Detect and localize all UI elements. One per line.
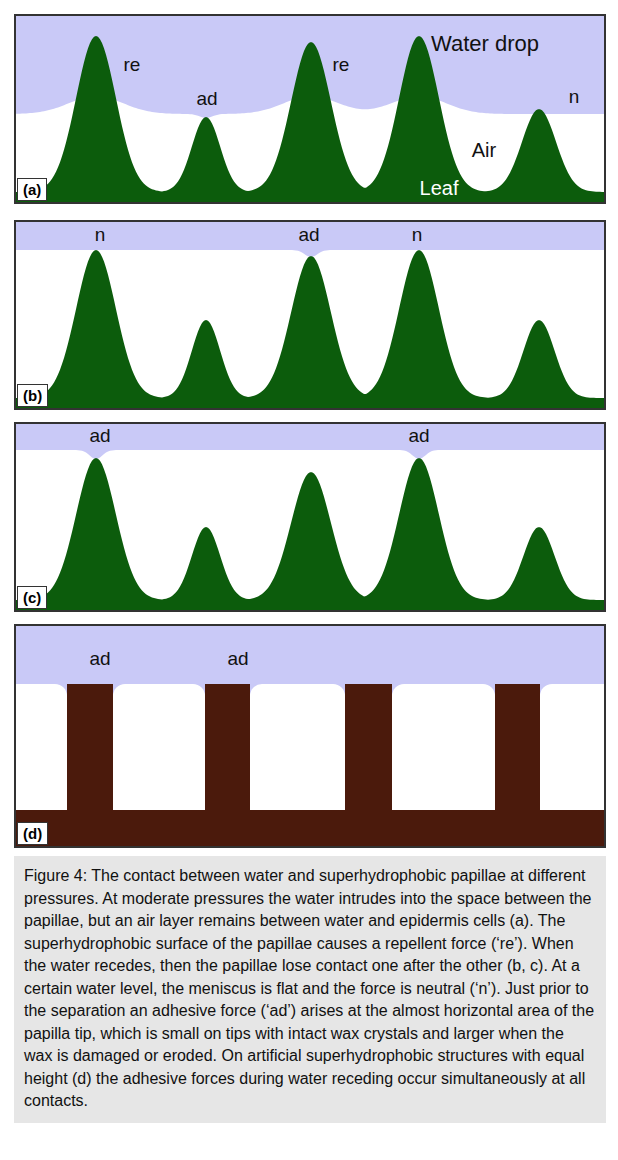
figure-panel: ad ad (c) (14, 422, 606, 612)
panel-frame (15, 423, 605, 611)
air-layer (14, 450, 606, 612)
force-label: n (569, 87, 580, 106)
substrate (14, 810, 606, 848)
force-label: ad (298, 225, 319, 244)
panel-frame (15, 221, 605, 409)
region-label: Air (472, 140, 496, 160)
panel-letter: (a) (17, 178, 47, 201)
force-label: ad (408, 426, 429, 445)
leaf-papillae (14, 250, 606, 410)
force-label: n (412, 225, 423, 244)
papillae-illustration (14, 422, 606, 612)
panel-frame (15, 625, 605, 847)
panel-letter: (b) (17, 384, 48, 407)
figure-panel: Water drop re ad re nAirLeaf (a) (14, 14, 606, 204)
force-label: n (95, 225, 106, 244)
leaf-papillae (14, 36, 606, 204)
panel-frame (15, 15, 605, 203)
figure-caption: Figure 4: The contact between water and … (24, 865, 596, 1113)
leaf-papillae (14, 458, 606, 612)
caption-box: Figure 4: The contact between water and … (14, 856, 606, 1123)
force-label: ad (196, 89, 217, 108)
figure-panel: ad ad (d) (14, 624, 606, 848)
region-label: Leaf (420, 178, 459, 198)
papillae-illustration (14, 220, 606, 410)
panel-letter: (c) (17, 586, 47, 609)
force-label: ad (227, 649, 248, 668)
region-label: Water drop (431, 33, 539, 55)
force-label: ad (89, 426, 110, 445)
force-label: ad (89, 649, 110, 668)
air-layer (14, 250, 606, 410)
force-label: re (333, 55, 350, 74)
panel-letter: (d) (17, 822, 48, 845)
figure-panel: n ad n (b) (14, 220, 606, 410)
force-label: re (124, 55, 141, 74)
